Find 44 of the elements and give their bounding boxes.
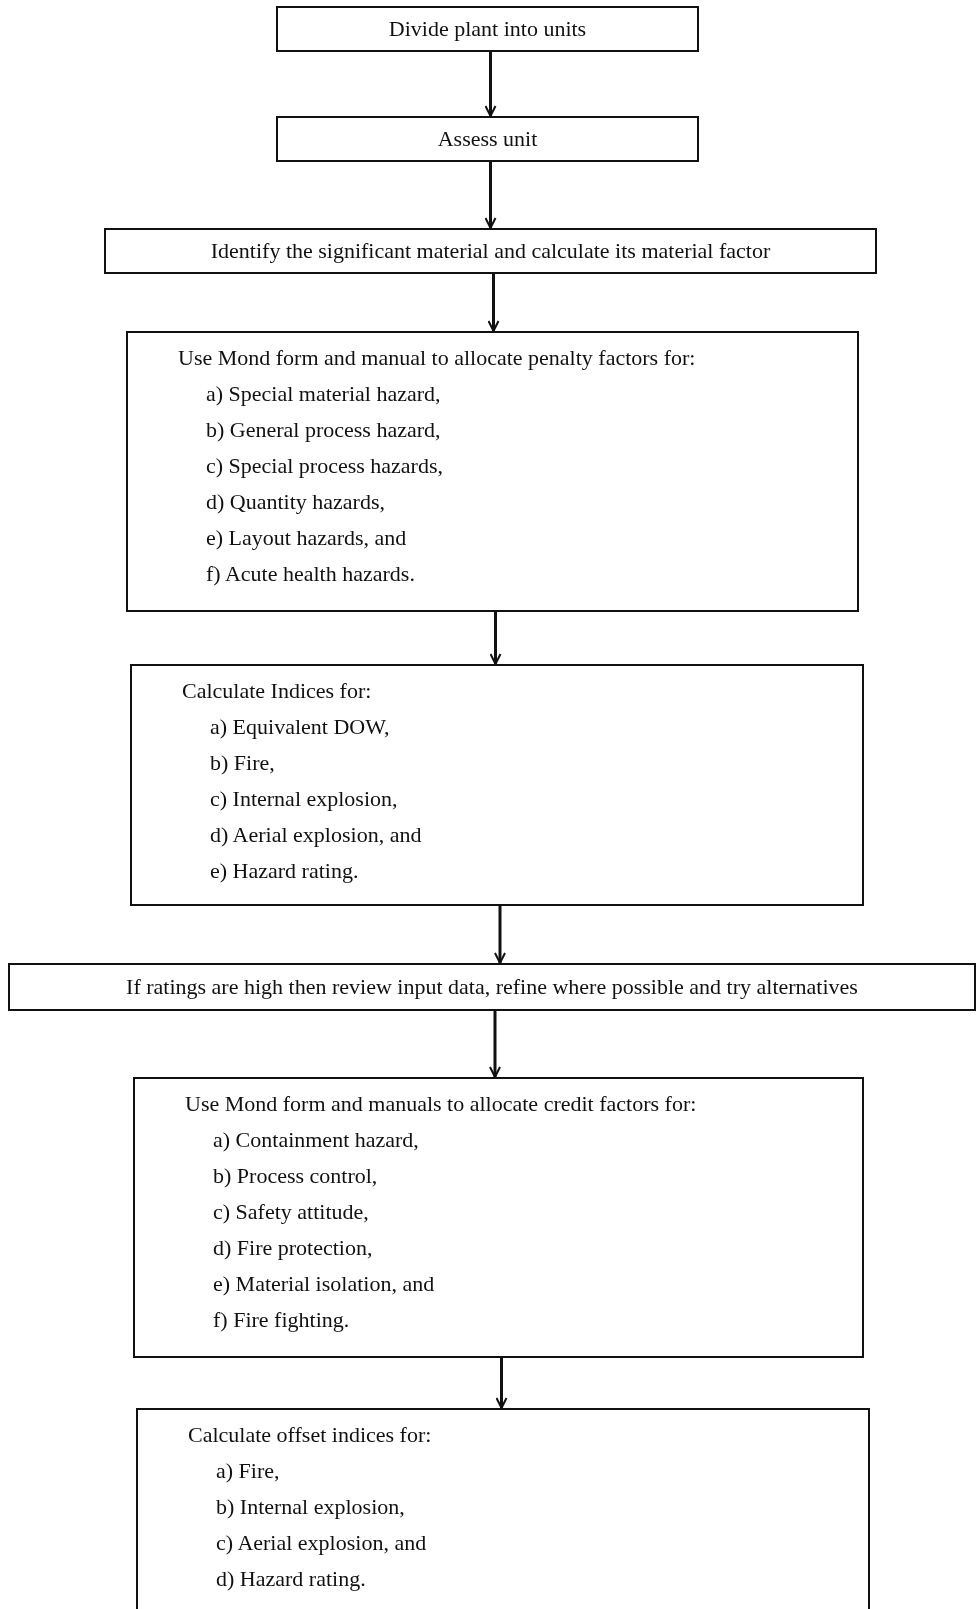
step-heading: Use Mond form and manuals to allocate credit factors for: — [185, 1091, 697, 1117]
arrow — [489, 612, 502, 665]
process-box — [126, 331, 859, 612]
list-item: b) General process hazard, — [206, 417, 441, 443]
process-box — [130, 664, 864, 906]
process-box — [133, 1077, 864, 1358]
step-text: Divide plant into units — [388, 16, 587, 42]
step-heading: Use Mond form and manual to allocate penalty factors for: — [178, 345, 696, 371]
list-item: a) Special material hazard, — [206, 381, 441, 407]
step-text: If ratings are high then review input data, refine where possible and try alternatives — [126, 974, 858, 1000]
list-item: a) Equivalent DOW, — [210, 714, 390, 740]
list-item: b) Fire, — [210, 750, 275, 776]
step-text: Assess unit — [437, 126, 538, 152]
list-item: e) Material isolation, and — [213, 1271, 435, 1297]
list-item: c) Special process hazards, — [206, 453, 443, 479]
arrow — [489, 1011, 501, 1078]
process-box — [8, 963, 976, 1011]
arrow — [484, 52, 497, 117]
list-item: c) Safety attitude, — [213, 1199, 369, 1225]
list-item: a) Containment hazard, — [213, 1127, 419, 1153]
step-heading: Calculate Indices for: — [182, 678, 372, 704]
arrow — [484, 162, 497, 229]
list-item: d) Hazard rating. — [216, 1566, 366, 1592]
arrow — [495, 1358, 508, 1409]
list-item: a) Fire, — [216, 1458, 280, 1484]
step-text: Identify the significant material and calculate its material factor — [210, 238, 771, 264]
list-item: f) Acute health hazards. — [206, 561, 415, 587]
list-item: e) Hazard rating. — [210, 858, 359, 884]
list-item: e) Layout hazards, and — [206, 525, 407, 551]
list-item: d) Fire protection, — [213, 1235, 373, 1261]
list-item: d) Quantity hazards, — [206, 489, 385, 515]
process-box — [276, 6, 699, 52]
process-box — [104, 228, 877, 274]
arrow — [494, 906, 506, 964]
step-heading: Calculate offset indices for: — [188, 1422, 432, 1448]
list-item: c) Aerial explosion, and — [216, 1530, 427, 1556]
process-box — [136, 1408, 870, 1609]
list-item: f) Fire fighting. — [213, 1307, 350, 1333]
list-item: b) Internal explosion, — [216, 1494, 405, 1520]
list-item: c) Internal explosion, — [210, 786, 398, 812]
list-item: b) Process control, — [213, 1163, 378, 1189]
arrow — [487, 274, 500, 332]
process-box — [276, 116, 699, 162]
list-item: d) Aerial explosion, and — [210, 822, 422, 848]
